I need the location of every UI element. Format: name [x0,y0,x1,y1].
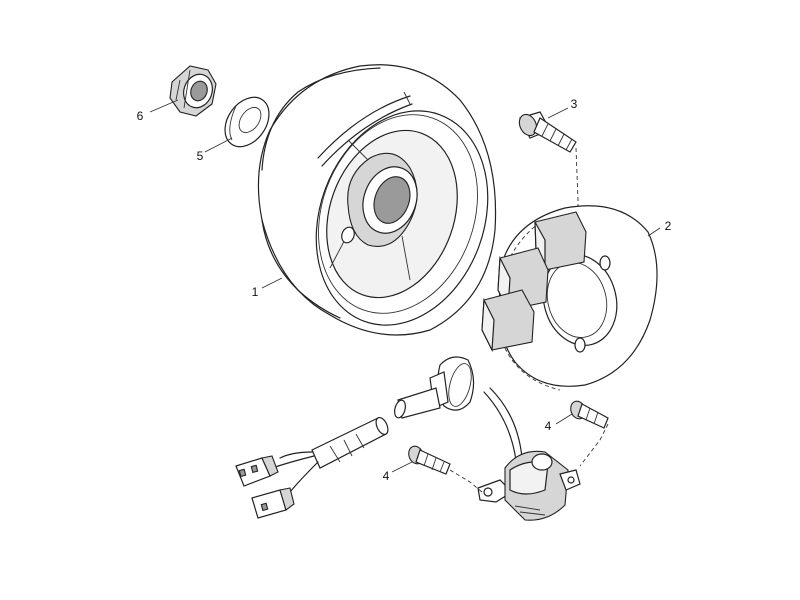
bolt-lower-right[interactable] [568,399,609,429]
callout-label-5: 5 [197,149,204,163]
callout-label-4b: 4 [383,469,390,483]
callout-label-4a: 4 [545,419,552,433]
flywheel-rotor[interactable] [257,64,516,350]
bolt-3-axis [575,147,579,225]
bolt-lower-left[interactable] [406,444,451,475]
washer[interactable] [216,89,278,155]
nut[interactable] [169,65,217,117]
bolt-4b-axis [449,469,483,493]
pickup-coil[interactable] [477,450,581,521]
leader-lines [149,99,661,473]
callout-label-6: 6 [137,109,144,123]
callout-label-1: 1 [252,285,259,299]
stator-plate[interactable] [481,205,658,391]
callout-label-3: 3 [571,97,578,111]
wire-harness[interactable] [235,356,523,519]
bolt-4a-axis [579,423,609,467]
callout-label-2: 2 [665,219,672,233]
bolt-upper[interactable] [516,111,577,153]
